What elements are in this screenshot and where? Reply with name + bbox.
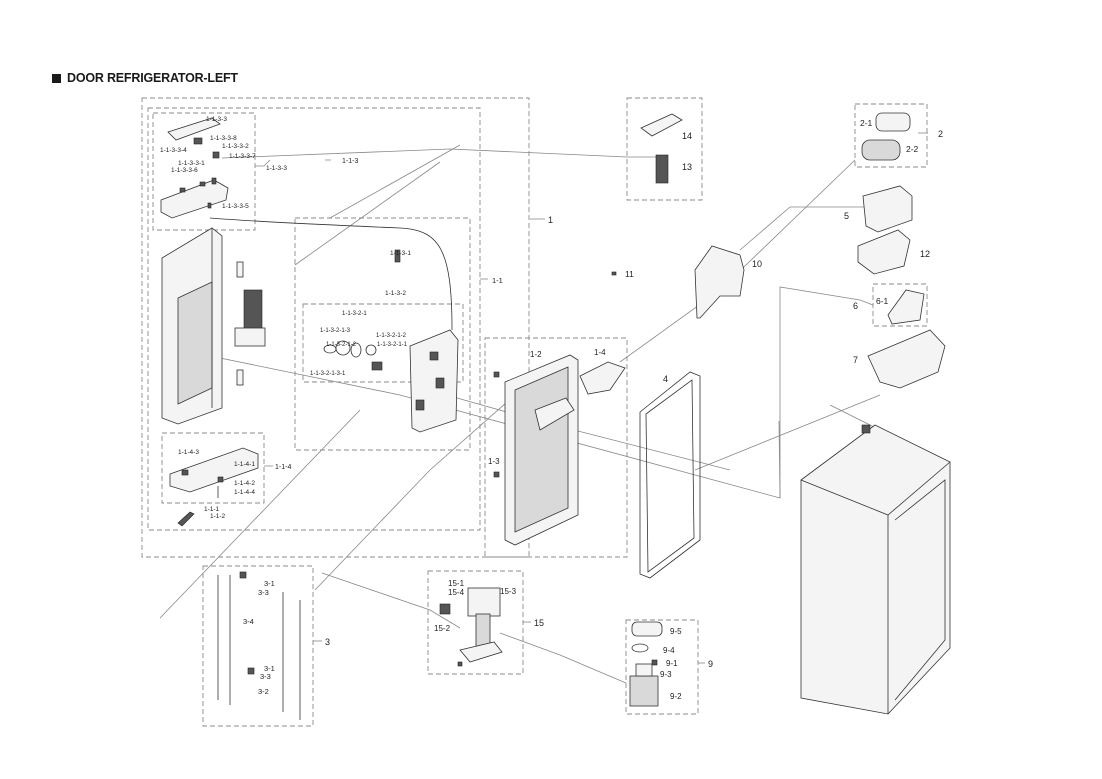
label-1-1-3-3-top: 1-1-3-3 <box>206 116 227 123</box>
label-4: 4 <box>663 374 668 384</box>
label-1-1-4-1: 1-1-4-1 <box>234 461 255 468</box>
label-3-4: 3-4 <box>243 617 254 626</box>
group-box-1-1-3-3 <box>152 112 256 231</box>
label-1-1-3-3: 1-1-3-3 <box>266 165 287 172</box>
group-box-1-1-4 <box>161 432 265 504</box>
label-3-3: 3-3 <box>260 672 271 681</box>
label-1-1-3-3-2: 1-1-3-3-2 <box>222 143 249 150</box>
group-box-9 <box>625 619 699 715</box>
label-1-1-3-2-1-3: 1-1-3-2-1-3 <box>320 328 351 334</box>
label-1-1-4-2: 1-1-4-2 <box>234 480 255 487</box>
group-box-3 <box>202 565 314 727</box>
label-9-5: 9-5 <box>670 627 682 636</box>
label-6-1: 6-1 <box>876 296 889 306</box>
label-12: 12 <box>920 249 930 259</box>
label-1-1-3-3-7: 1-1-3-3-7 <box>229 153 256 160</box>
label-2-1: 2-1 <box>860 118 873 128</box>
label-3-2: 3-2 <box>258 687 269 696</box>
label-1-1-3-2-1: 1-1-3-2-1 <box>342 311 367 317</box>
part-door-liner-1-1 <box>161 227 266 425</box>
diagram-title: DOOR REFRIGERATOR-LEFT <box>67 71 238 85</box>
label-1-1-3-2-1-2: 1-1-3-2-1-2 <box>326 342 357 348</box>
label-1-1-4: 1-1-4 <box>275 464 291 471</box>
label-1-1-3-3-5: 1-1-3-3-5 <box>222 203 249 210</box>
group-box-15 <box>427 570 524 675</box>
label-1-1-2: 1-1-2 <box>210 513 226 520</box>
label-1: 1 <box>548 215 553 225</box>
label-1-1-3-2-1-3-1: 1-1-3-2-1-3-1 <box>310 371 346 377</box>
label-11: 11 <box>625 269 634 279</box>
part-9-filter <box>629 621 663 707</box>
part-13-14 <box>640 113 683 184</box>
part-15-dispenser <box>439 587 503 667</box>
label-1-4: 1-4 <box>594 348 606 357</box>
label-1-2: 1-2 <box>530 350 542 359</box>
part-1-1-3-2-assembly <box>323 249 459 433</box>
group-box-13-14 <box>626 97 703 201</box>
label-15: 15 <box>534 618 544 628</box>
label-1-1-3-2-1-2-top: 1-1-3-2-1-2 <box>376 333 407 339</box>
label-15-2: 15-2 <box>434 624 451 633</box>
part-2-cover <box>861 112 911 161</box>
label-1-3: 1-3 <box>488 457 500 466</box>
label-1-1-3-3-8: 1-1-3-3-8 <box>210 135 237 142</box>
label-1-1-3-1: 1-1-3-1 <box>390 250 411 257</box>
label-9: 9 <box>708 659 713 669</box>
label-14: 14 <box>682 131 692 141</box>
label-15-4: 15-4 <box>448 588 465 597</box>
part-door-1-2 <box>493 354 626 546</box>
label-2-2: 2-2 <box>906 144 919 154</box>
label-9-1: 9-1 <box>666 659 678 668</box>
label-1-1-3: 1-1-3 <box>342 158 358 165</box>
part-refrigerator-cabinet <box>800 424 951 715</box>
group-box-1-1-3-2 <box>302 303 464 383</box>
label-3-1-top: 3-1 <box>264 579 275 588</box>
label-15-1: 15-1 <box>448 579 465 588</box>
group-box-2 <box>854 103 928 168</box>
diagram-header: DOOR REFRIGERATOR-LEFT <box>52 71 238 85</box>
part-5-12-bins <box>857 185 913 275</box>
label-1-1: 1-1 <box>492 276 503 285</box>
label-10: 10 <box>752 259 762 269</box>
label-1-1-3-3-4: 1-1-3-3-4 <box>160 147 187 154</box>
label-9-4: 9-4 <box>663 646 675 655</box>
label-1-1-3-2: 1-1-3-2 <box>385 290 406 297</box>
label-1-1-3-3-1: 1-1-3-3-1 <box>178 160 205 167</box>
label-3-1: 3-1 <box>264 664 275 673</box>
part-gasket-4 <box>639 371 701 579</box>
label-15-3: 15-3 <box>500 587 517 596</box>
label-1-1-3-2-1-1: 1-1-3-2-1-1 <box>377 342 408 348</box>
label-1-1-4-4: 1-1-4-4 <box>234 489 255 496</box>
label-1-1-4-3: 1-1-4-3 <box>178 449 199 456</box>
group-box-1-1-3 <box>294 217 471 451</box>
group-boxes <box>141 97 928 727</box>
group-box-1 <box>141 97 530 558</box>
header-square-icon <box>52 73 61 83</box>
label-9-3: 9-3 <box>660 670 672 679</box>
label-1-1-3-3-6: 1-1-3-3-6 <box>171 167 198 174</box>
label-7: 7 <box>853 355 858 365</box>
label-9-2: 9-2 <box>670 692 682 701</box>
label-3-3-top: 3-3 <box>258 588 269 597</box>
label-5: 5 <box>844 211 849 221</box>
part-1-1-4-assembly <box>169 447 259 527</box>
part-3-trims <box>217 571 301 720</box>
label-3: 3 <box>325 637 330 647</box>
group-box-1-1 <box>147 107 481 531</box>
group-box-1-2 <box>484 337 628 558</box>
part-6-7-guards <box>867 289 946 389</box>
part-10-bracket <box>611 245 745 319</box>
part-1-1-3-3-assembly <box>160 117 229 219</box>
label-2: 2 <box>938 129 943 139</box>
callout-labels: 1-1-3-3 1-1-3-3-8 1-1-3-3-4 1-1-3-3-2 1-… <box>160 116 943 701</box>
label-6: 6 <box>853 301 858 311</box>
label-13: 13 <box>682 162 692 172</box>
label-1-1-1: 1-1-1 <box>204 506 220 513</box>
